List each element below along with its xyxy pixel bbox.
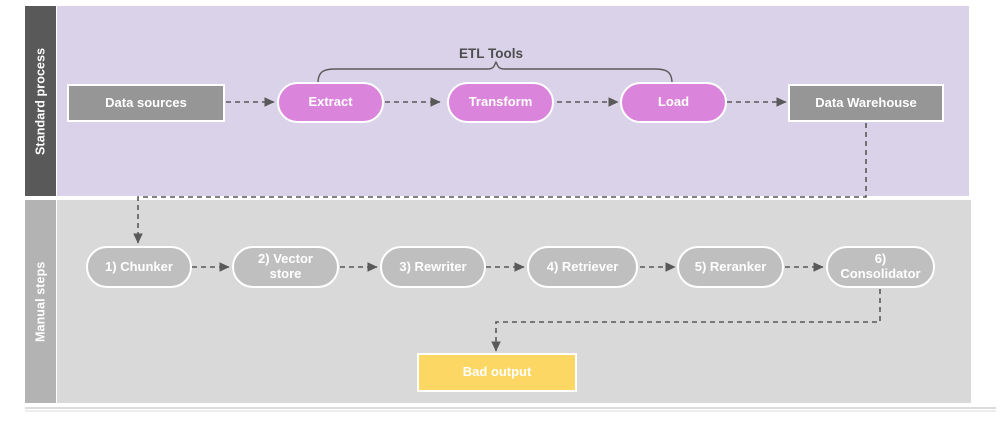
lane-manual-steps-label: Manual steps <box>25 200 56 403</box>
node-transform[interactable]: Transform <box>447 82 554 123</box>
node-bad-output[interactable]: Bad output <box>417 353 577 392</box>
etl-tools-label: ETL Tools <box>459 46 523 61</box>
lane-standard-process-label: Standard process <box>25 6 56 196</box>
node-load[interactable]: Load <box>620 82 727 123</box>
node-rewriter[interactable]: 3) Rewriter <box>380 246 486 288</box>
footer-rule-bottom <box>25 410 996 412</box>
node-reranker[interactable]: 5) Reranker <box>677 246 784 288</box>
node-data-sources[interactable]: Data sources <box>67 84 225 122</box>
node-vector-store[interactable]: 2) Vector store <box>232 246 339 288</box>
node-chunker[interactable]: 1) Chunker <box>86 246 192 288</box>
node-consolidator[interactable]: 6) Consolidator <box>826 246 935 288</box>
node-extract[interactable]: Extract <box>277 82 384 123</box>
node-data-warehouse[interactable]: Data Warehouse <box>788 84 944 122</box>
node-retriever[interactable]: 4) Retriever <box>527 246 638 288</box>
footer-rule-top <box>25 407 996 409</box>
